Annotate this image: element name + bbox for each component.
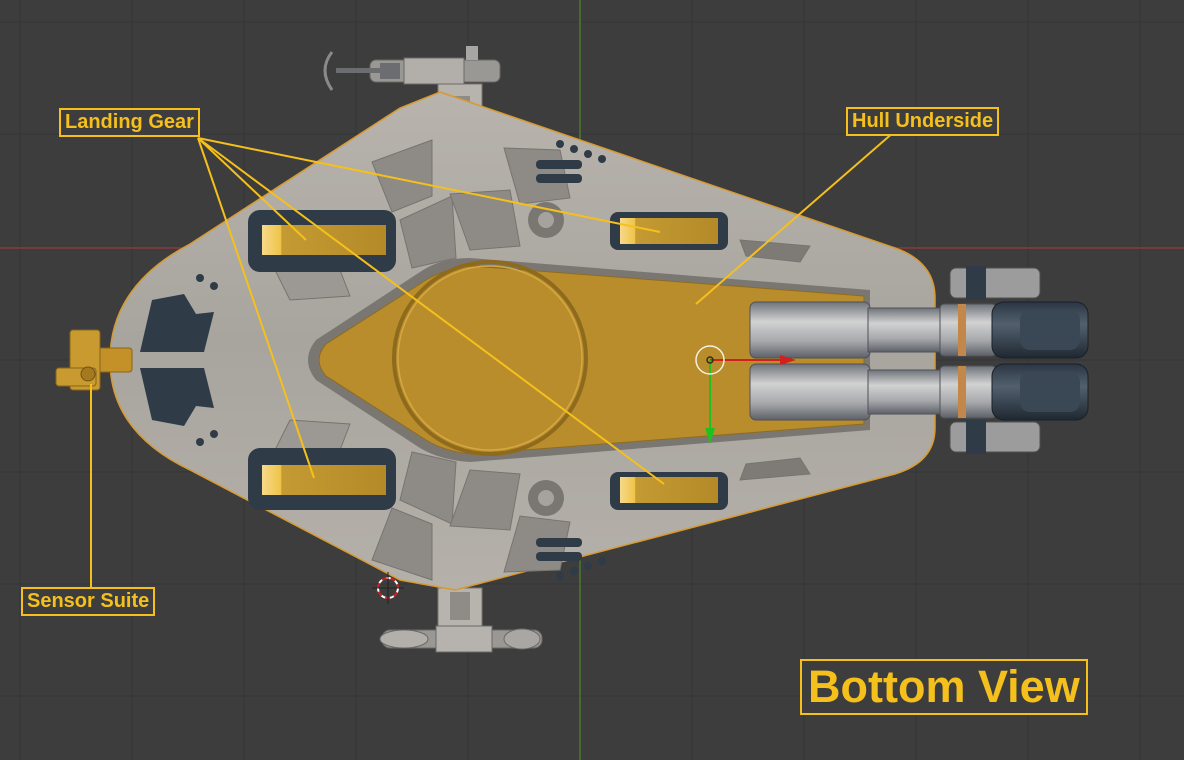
transform-gizmo[interactable] (695, 345, 796, 444)
3d-cursor[interactable] (372, 572, 404, 604)
landing-gear-pod-rear-left[interactable] (610, 212, 728, 250)
landing-gear-pod-front-right[interactable] (248, 448, 396, 510)
sensor-suite-module[interactable] (55, 329, 133, 391)
view-title: Bottom View (800, 659, 1088, 715)
landing-gear-pod-front-left[interactable] (248, 210, 396, 272)
hull-vents (196, 140, 606, 580)
landing-gear-pod-rear-right[interactable] (610, 472, 728, 510)
nose-panels (140, 294, 214, 426)
bottom-strut-assembly[interactable] (379, 587, 543, 653)
callout-lines (90, 131, 895, 588)
hull-underside-callout-label: Hull Underside (846, 107, 1000, 136)
engine-cluster[interactable] (749, 266, 1089, 454)
sensor-suite-callout-label: Sensor Suite (21, 587, 156, 616)
hull-underside-center[interactable] (308, 258, 870, 462)
landing-gear-callout-label: Landing Gear (59, 108, 200, 137)
